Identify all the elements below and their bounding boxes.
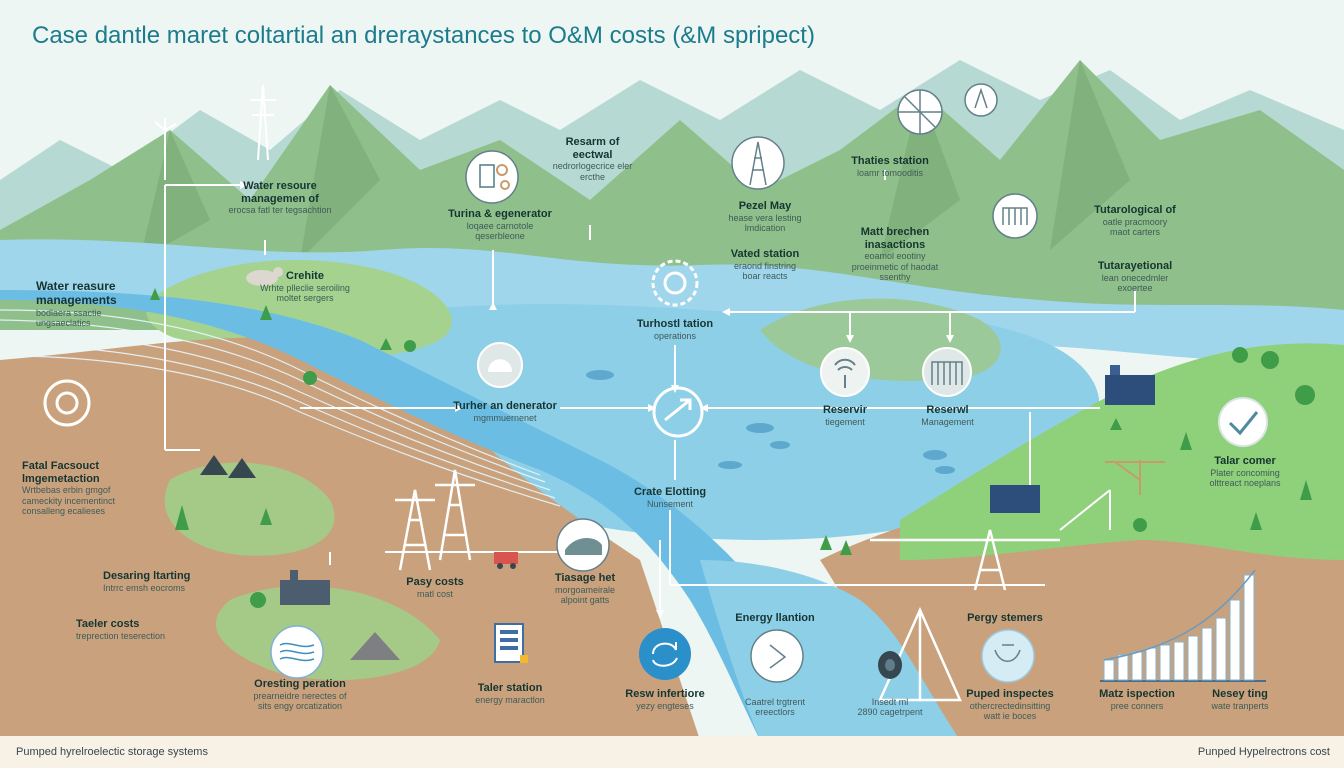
label-puped-inspectes: Puped inspectes othercrectedinsitting wa…: [966, 688, 1054, 721]
refresh-icon: [639, 628, 691, 680]
transformer-icon: [270, 625, 324, 679]
tire-icon: [878, 651, 902, 679]
footer-right-text: Punped Hypelrectrons cost: [1197, 746, 1330, 758]
lower-water: [700, 560, 960, 740]
label-pezel-may: Pezel May hease vera lesting lmdication: [728, 200, 802, 233]
label-nesey-ting: Nesey ting wate tranperts: [1211, 688, 1269, 711]
document-icon: [494, 623, 528, 663]
label-pasy-costs: Pasy costs matl cost: [406, 576, 464, 599]
antenna-icon: [820, 347, 870, 397]
gear-pair-icon: [465, 150, 519, 204]
label-desaring: Desaring ltarting Intrrc emsh eocroms: [103, 570, 191, 593]
transmission-pylons: [395, 469, 1060, 702]
river-flow-lines: [0, 309, 561, 507]
columns-icon: [922, 347, 972, 397]
pylon-icon: [250, 84, 276, 161]
label-reserwl: Reserwl Management: [921, 404, 974, 427]
bar-chart-icon: [1100, 569, 1266, 682]
footer-bar: Pumped hyrelroelectic storage systems Pu…: [0, 736, 1344, 768]
tower-icon: [731, 136, 785, 190]
label-pergy-stemers: Pergy stemers: [967, 612, 1043, 624]
label-crate-elotting: Crate Elotting Nunsement: [633, 486, 707, 509]
label-insedt: Insedt ml 2890 cagetrpent: [857, 697, 923, 718]
label-taeler-costs: Taeler costs treprection teserection: [76, 618, 166, 641]
gear-icon: [43, 259, 699, 427]
label-thaties-station: Thaties station loamr tomooditis: [851, 155, 929, 178]
label-turbine-regenerator: Turina & egenerator loqaee carnotole qes…: [448, 208, 552, 241]
mountain-ridges: [140, 60, 1130, 260]
turbine-flow-icon: [652, 386, 704, 438]
island-left: [146, 260, 452, 359]
wind-turbine-icon: [154, 118, 177, 180]
label-tiasage-het: Tiasage het morgoameirale alpoint gatts: [554, 572, 616, 605]
label-reservir: Reservir tiegement: [822, 404, 868, 427]
label-taler-station: Taler station energy maractlon: [475, 682, 545, 705]
label-matz-ispection: Matz ispection pree conners: [1099, 688, 1175, 711]
label-turhostl-station: Turhostl tation operations: [636, 318, 714, 341]
water-rocks: [586, 370, 955, 474]
label-vated-station: Vated station eraond finstring boar reac…: [730, 248, 800, 281]
label-talar-comer: Talar comer Plater concoming olttreact n…: [1209, 455, 1281, 488]
label-turbine-generator-mgmt: Turher an denerator mgmmuernenet: [453, 400, 557, 423]
trees: [150, 288, 1315, 608]
label-tutarological: Tutarological of oatle pracmoory maot ca…: [1094, 204, 1176, 237]
globe-icon: [981, 629, 1035, 683]
dam-icon: [477, 342, 523, 388]
label-water-resource-top: Water resoure managemen of erocsa fatl t…: [228, 180, 332, 216]
page-title: Case dantle maret coltartial an drerayst…: [32, 22, 815, 49]
building-icon: [200, 365, 1155, 660]
label-research: Resarm of eectwal nedrorlogecrice eler e…: [552, 136, 633, 182]
clock-icon: [750, 629, 804, 683]
truck-icon: [494, 552, 518, 569]
crane: [1105, 460, 1165, 495]
label-crehite: Crehite Wrhte plleclie seroiling moltet …: [260, 270, 350, 303]
animal-icon: [246, 267, 283, 286]
label-oresting-peration: Oresting peration prearneidre nerectes o…: [253, 678, 347, 711]
fan-icon: [897, 83, 1038, 239]
label-cantrol: Caatrel trgtrent ereectlors: [744, 697, 806, 718]
label-energy-llantion: Energy llantion: [735, 612, 815, 624]
label-matt-brechen: Matt brechen inasactions eoamol eootiny …: [851, 226, 939, 282]
power-station-icon: [556, 518, 610, 572]
footer-left-text: Pumped hyrelroelectic storage systems: [16, 746, 208, 758]
ground-left: [0, 337, 700, 740]
label-fatal-facsouct: Fatal Facsouct lmgemetaction Wrtbebas er…: [22, 460, 116, 516]
label-resw-infertiore: Resw infertiore yezy engteses: [625, 688, 705, 711]
label-tutarayetional: Tutarayetional lean onecedmler exoertee: [1097, 260, 1173, 293]
grass-left: [164, 462, 440, 680]
check-icon: [1218, 397, 1268, 447]
label-water-management-left: Water reasure managements bodlaera ssact…: [36, 279, 117, 328]
connector-lines: [164, 170, 1136, 610]
